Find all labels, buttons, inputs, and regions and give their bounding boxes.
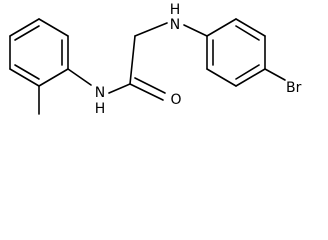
bond [9, 68, 40, 87]
bond [38, 18, 69, 37]
bond [206, 18, 237, 37]
bond-carbonyl [134, 77, 166, 94]
bond-bromine [264, 68, 286, 81]
bond-inner [235, 64, 260, 80]
amine-n-label: N [170, 17, 180, 33]
molecule-diagram: H N N H O Br [9, 2, 302, 117]
bond [206, 68, 237, 87]
bond [134, 22, 168, 37]
bond [235, 18, 266, 37]
bromine-label: Br [286, 80, 302, 96]
amide-h-label: H [95, 101, 106, 117]
bond-carbonyl [129, 83, 164, 101]
bond [129, 35, 136, 85]
bond [108, 83, 131, 94]
bond [67, 68, 92, 86]
bond-inner [235, 25, 260, 41]
bond [38, 68, 69, 87]
bond [235, 68, 266, 87]
bonds [9, 18, 286, 115]
bond-inner [14, 64, 40, 80]
bond [183, 24, 208, 37]
amide-n-label: N [95, 85, 105, 101]
bond-inner [14, 25, 40, 41]
amine-h-label: H [170, 2, 181, 18]
carbonyl-oxygen-label: O [170, 92, 181, 108]
bond [9, 18, 40, 37]
atom-labels: H N N H O Br [95, 2, 302, 117]
